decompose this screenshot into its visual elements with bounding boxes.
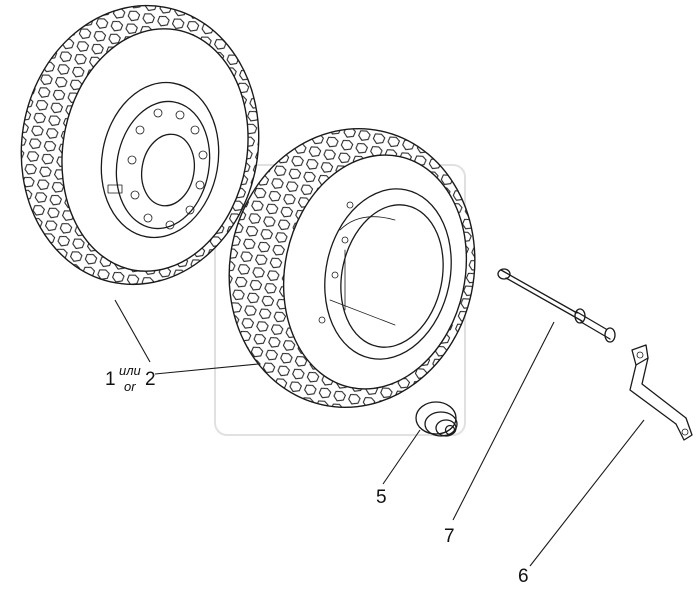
leader-lines — [114, 299, 645, 567]
wheel-nut — [415, 401, 458, 437]
callout-7: 7 — [444, 526, 455, 547]
callout-1: 1 — [105, 369, 116, 390]
wheel-left — [20, 4, 260, 286]
wheel-right — [228, 128, 476, 408]
callout-6: 6 — [518, 566, 529, 587]
callout-2: 2 — [145, 369, 156, 390]
callout-or-ru: или — [119, 363, 141, 378]
wheel-key-rod — [497, 268, 616, 343]
callout-or-en: or — [124, 379, 136, 394]
mounting-bracket — [629, 344, 693, 441]
callout-5: 5 — [376, 487, 387, 508]
